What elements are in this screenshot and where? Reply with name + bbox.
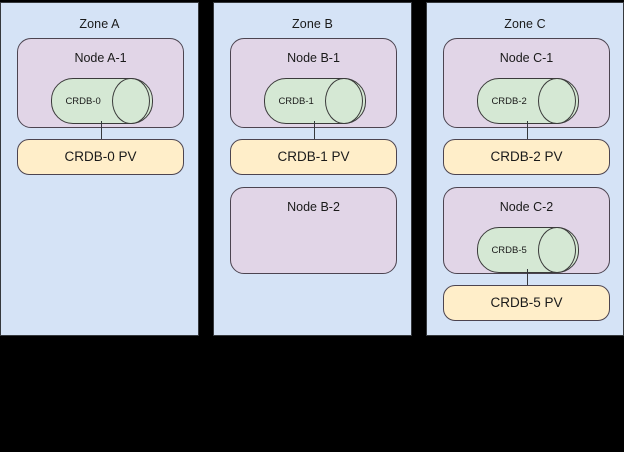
pv-label: CRDB-5 PV xyxy=(490,295,563,310)
node-c-1: Node C-1 CRDB-2 xyxy=(443,38,610,128)
zone-c-label: Zone C xyxy=(504,17,546,31)
pv-label: CRDB-1 PV xyxy=(277,149,350,164)
zone-a-label: Zone A xyxy=(79,17,120,31)
connector-node-b-1-to-crdb-1-pv xyxy=(314,121,315,140)
database-cylinder-crdb-5: CRDB-5 xyxy=(477,227,579,273)
database-cylinder-crdb-0: CRDB-0 xyxy=(51,78,153,124)
zone-c: Zone C Node C-1 CRDB-2 CRDB-2 PV Node C-… xyxy=(426,2,624,336)
cylinder-cap-icon xyxy=(538,78,576,124)
pv-label: CRDB-2 PV xyxy=(490,149,563,164)
zone-b: Zone B Node B-1 CRDB-1 CRDB-1 PV Node B-… xyxy=(213,2,412,336)
node-b-2: Node B-2 xyxy=(230,187,397,274)
node-a-1-label: Node A-1 xyxy=(74,51,127,65)
node-b-1-label: Node B-1 xyxy=(287,51,340,65)
database-label: CRDB-2 xyxy=(491,95,527,107)
pv-crdb-5: CRDB-5 PV xyxy=(443,285,610,321)
node-c-1-label: Node C-1 xyxy=(499,51,554,65)
connector-node-a-1-to-crdb-0-pv xyxy=(101,121,102,140)
pv-crdb-1: CRDB-1 PV xyxy=(230,139,397,175)
node-b-1: Node B-1 CRDB-1 xyxy=(230,38,397,128)
pv-crdb-0: CRDB-0 PV xyxy=(17,139,184,175)
database-cylinder-crdb-2: CRDB-2 xyxy=(477,78,579,124)
cylinder-cap-icon xyxy=(538,227,576,273)
pv-crdb-2: CRDB-2 PV xyxy=(443,139,610,175)
node-a-1: Node A-1 CRDB-0 xyxy=(17,38,184,128)
node-c-2-label: Node C-2 xyxy=(499,200,554,214)
zone-a: Zone A Node A-1 CRDB-0 CRDB-0 PV xyxy=(0,2,199,336)
zone-b-label: Zone B xyxy=(292,17,333,31)
database-label: CRDB-1 xyxy=(278,95,314,107)
node-b-2-label: Node B-2 xyxy=(287,200,340,214)
cylinder-cap-icon xyxy=(325,78,363,124)
database-cylinder-crdb-1: CRDB-1 xyxy=(264,78,366,124)
cylinder-cap-icon xyxy=(112,78,150,124)
pv-label: CRDB-0 PV xyxy=(64,149,137,164)
database-label: CRDB-5 xyxy=(491,244,527,256)
connector-node-c-1-to-crdb-2-pv xyxy=(527,121,528,140)
connector-node-c-2-to-crdb-5-pv xyxy=(527,269,528,286)
node-c-2: Node C-2 CRDB-5 xyxy=(443,187,610,274)
database-label: CRDB-0 xyxy=(65,95,101,107)
